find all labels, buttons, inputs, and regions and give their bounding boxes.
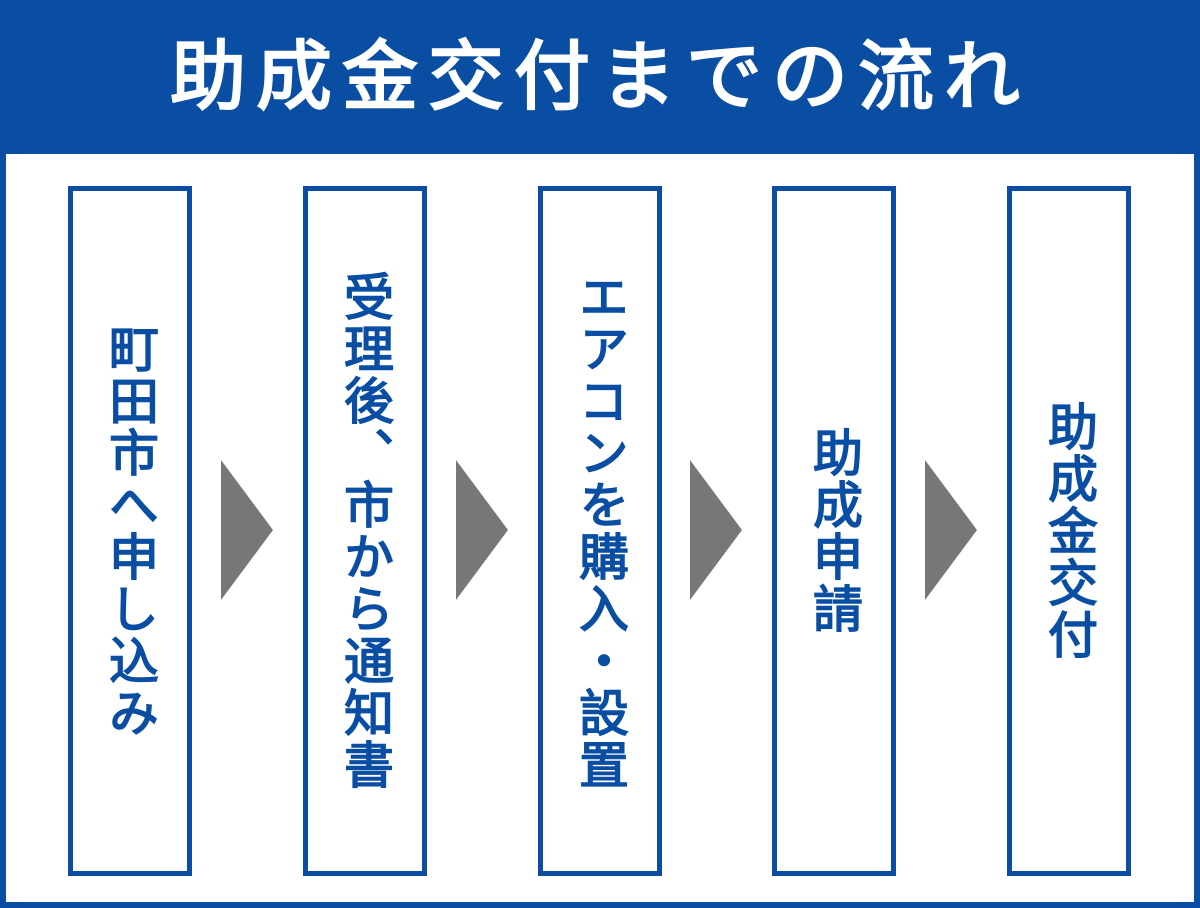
title-banner: 助成金交付までの流れ (0, 0, 1200, 154)
arrow-icon (221, 460, 273, 600)
arrow-icon (456, 460, 508, 600)
arrow-icon (690, 460, 742, 600)
step-box-1: 町田市へ申し込み (68, 186, 192, 876)
step-label-5: 助成金交付 (1040, 401, 1098, 661)
step-label-3: エアコンを購入・設置 (571, 271, 629, 791)
step-box-3: エアコンを購入・設置 (538, 186, 662, 876)
step-label-2: 受理後、市から通知書 (336, 271, 394, 791)
step-box-2: 受理後、市から通知書 (303, 186, 427, 876)
step-label-1: 町田市へ申し込み (101, 323, 159, 739)
step-label-4: 助成申請 (805, 427, 863, 635)
arrow-icon (925, 460, 977, 600)
diagram-title: 助成金交付までの流れ (170, 32, 1030, 121)
step-box-4: 助成申請 (772, 186, 896, 876)
step-box-5: 助成金交付 (1007, 186, 1131, 876)
